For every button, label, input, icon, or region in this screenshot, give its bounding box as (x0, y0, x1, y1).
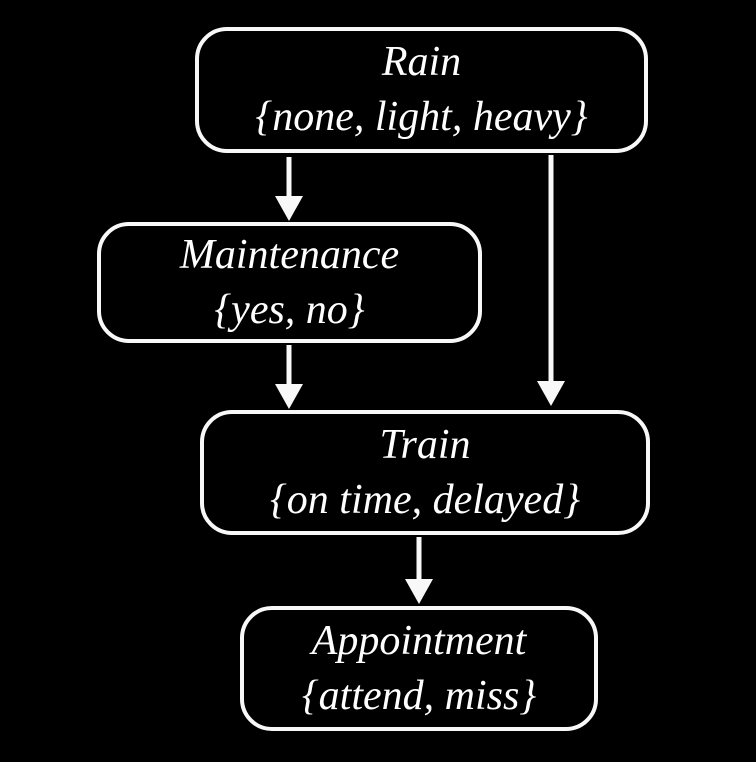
edge-rain-to-maintenance-arrow (275, 157, 303, 221)
node-maintenance-domain: {yes, no} (214, 286, 365, 333)
node-rain: Rain {none, light, heavy} (195, 27, 648, 153)
node-maintenance: Maintenance {yes, no} (97, 222, 482, 343)
node-maintenance-title: Maintenance (179, 231, 400, 278)
node-appointment: Appointment {attend, miss} (240, 606, 598, 731)
arrow-shaft (548, 155, 554, 382)
arrow-shaft (416, 537, 422, 580)
arrow-shaft (286, 157, 292, 197)
node-appointment-title: Appointment (311, 617, 527, 664)
node-train-domain: {on time, delayed} (270, 476, 580, 523)
node-train-title: Train (379, 421, 471, 468)
arrow-head-icon (275, 196, 303, 221)
node-appointment-domain: {attend, miss} (301, 672, 537, 719)
node-rain-domain: {none, light, heavy} (255, 94, 588, 140)
node-train: Train {on time, delayed} (200, 410, 650, 535)
arrow-head-icon (405, 579, 433, 604)
edge-rain-to-train-arrow (537, 155, 565, 406)
arrow-head-icon (275, 384, 303, 409)
node-rain-title: Rain (381, 39, 462, 86)
arrow-head-icon (537, 381, 565, 406)
arrow-shaft (286, 345, 292, 385)
edge-maintenance-to-train-arrow (275, 345, 303, 409)
edge-train-to-appointment-arrow (405, 537, 433, 604)
